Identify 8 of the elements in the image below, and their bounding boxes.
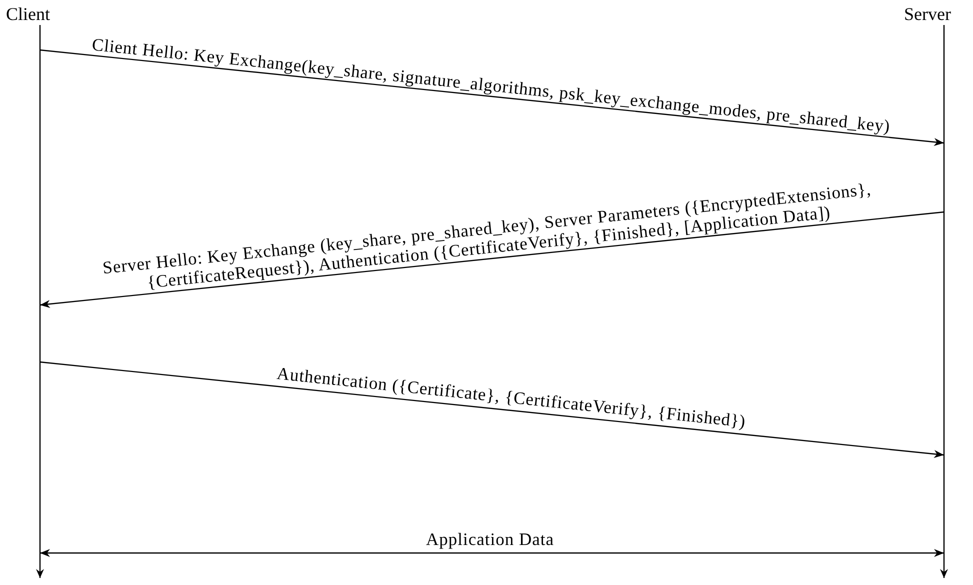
message-label: Application Data: [424, 530, 556, 548]
participant-name: Client: [6, 4, 50, 24]
message-arrow: [40, 549, 944, 557]
message-label: Authentication ({Certificate}, {CertificateVerify}, {Finished}): [275, 362, 748, 433]
message-arrow: [40, 211, 944, 308]
participant-name: Server: [904, 4, 951, 24]
message-arrow: [40, 49, 944, 146]
message-arrow: [40, 361, 944, 458]
